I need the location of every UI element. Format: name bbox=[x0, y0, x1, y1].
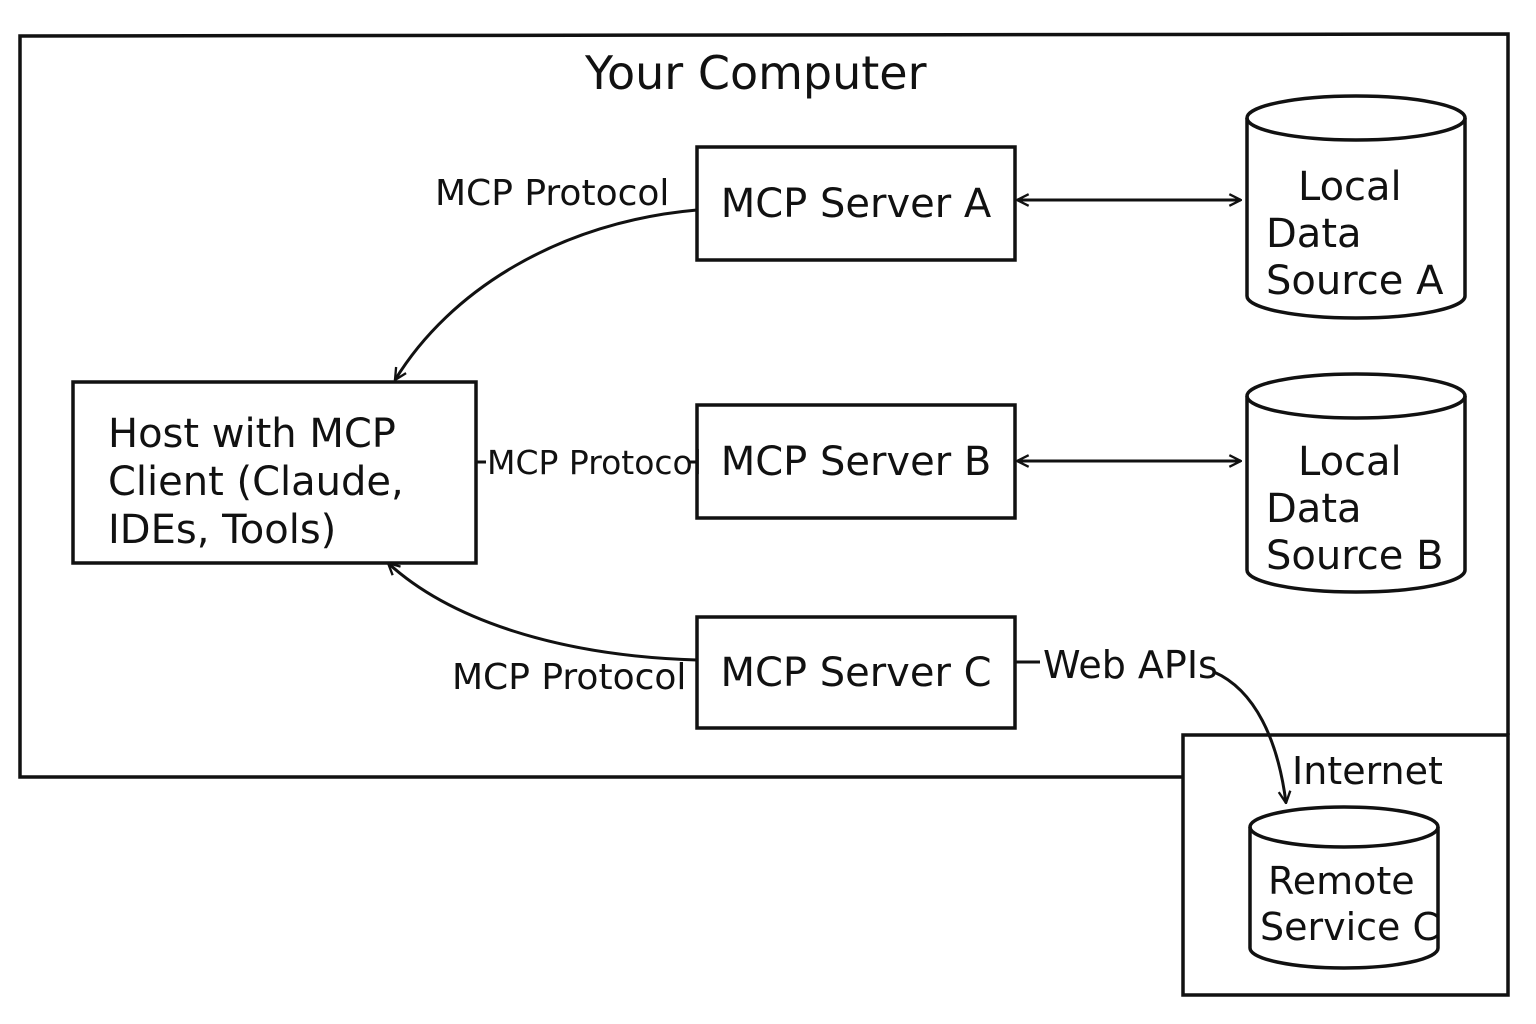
protocol-label-c: MCP Protocol bbox=[452, 657, 687, 698]
server-c-box bbox=[695, 615, 1017, 730]
host-label: Host with MCP Client (Claude, IDEs, Tool… bbox=[108, 410, 404, 554]
local-data-source-a-label: Local Data Source A bbox=[1266, 164, 1443, 305]
server-a-box bbox=[695, 145, 1017, 262]
host-box bbox=[71, 380, 478, 565]
protocol-label-b: MCP Protocol bbox=[487, 443, 702, 482]
server-a-label: MCP Server A bbox=[720, 180, 992, 227]
remote-service-c-label: Remote Service C bbox=[1260, 858, 1439, 950]
host-label-line: IDEs, Tools) bbox=[108, 507, 337, 553]
server-b-label: MCP Server B bbox=[720, 438, 992, 485]
cylinder-label-line: Data bbox=[1266, 211, 1362, 257]
cylinder-label-line: Remote bbox=[1268, 859, 1415, 903]
remote-service-c-cylinder bbox=[1248, 805, 1440, 970]
computer-boundary bbox=[18, 32, 1510, 779]
internet-label: Internet bbox=[1292, 749, 1443, 793]
local-data-source-b-label: Local Data Source B bbox=[1266, 439, 1444, 580]
protocol-label-a: MCP Protocol bbox=[435, 173, 670, 214]
cylinder-label-line: Service C bbox=[1260, 905, 1440, 949]
local-data-source-a-cylinder bbox=[1245, 94, 1467, 320]
cylinder-label-line: Data bbox=[1266, 486, 1362, 532]
cylinder-label-line: Source B bbox=[1266, 533, 1444, 579]
cylinder-label-line: Local bbox=[1298, 164, 1402, 210]
local-data-source-b-cylinder bbox=[1245, 372, 1467, 594]
web-apis-label: Web APIs bbox=[1043, 643, 1218, 687]
internet-boundary bbox=[1181, 733, 1510, 997]
host-label-line: Host with MCP bbox=[108, 411, 396, 457]
server-c-label: MCP Server C bbox=[720, 649, 992, 696]
host-label-line: Client (Claude, bbox=[108, 459, 404, 505]
cylinder-label-line: Source A bbox=[1266, 258, 1444, 304]
arrow-server-c-to-host bbox=[388, 563, 698, 662]
cylinder-label-line: Local bbox=[1298, 439, 1402, 485]
arrow-web-apis-to-remote bbox=[1213, 670, 1286, 803]
arrow-server-a-to-host bbox=[395, 208, 698, 380]
computer-title: Your Computer bbox=[585, 46, 927, 100]
